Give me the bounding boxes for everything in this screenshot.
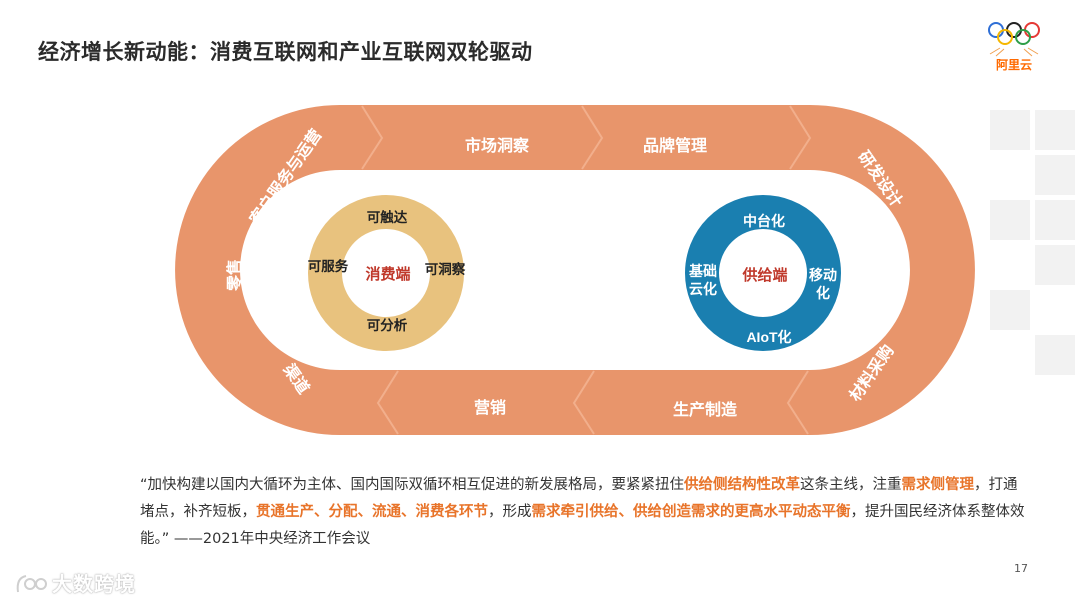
label-brand-management: 品牌管理 — [643, 136, 707, 155]
track-arrows — [361, 105, 812, 435]
quote-text-3: ，打通堵点，补齐短板， — [140, 477, 1018, 520]
consumer-center-label: 消费端 — [365, 265, 410, 283]
consumer-ring — [308, 195, 464, 351]
label-retail: 零售 — [225, 259, 244, 292]
quote-highlight-demand-management: 需求侧管理 — [901, 477, 975, 493]
quote-highlight-dynamic-balance: 需求牵引供给、供给创造需求的更高水平动态平衡 — [531, 504, 851, 520]
label-production: 生产制造 — [673, 400, 738, 419]
supply-left-label-2: 云化 — [689, 281, 717, 297]
background-decoration — [990, 110, 1075, 375]
brand-logo-text: 阿里云 — [995, 58, 1032, 72]
policy-quote: “加快构建以国内大循环为主体、国内国际双循环相互促进的新发展格局，要紧紧扭住供给… — [140, 472, 1030, 553]
supply-right-label-1: 移动 — [809, 267, 837, 283]
quote-highlight-connect-links: 贯通生产、分配、流通、消费各环节 — [256, 504, 488, 520]
watermark-logo-icon — [16, 575, 47, 593]
supply-bottom-label: AIoT化 — [746, 329, 791, 345]
consumer-left-label: 可服务 — [308, 258, 349, 274]
supply-left-label-1: 基础 — [689, 263, 717, 279]
supply-top-label: 中台化 — [743, 213, 785, 229]
track-ring — [175, 105, 975, 435]
quote-text-1: “加快构建以国内大循环为主体、国内国际双循环相互促进的新发展格局，要紧紧扭住 — [140, 477, 685, 493]
quote-highlight-supply-reform: 供给侧结构性改革 — [684, 477, 801, 493]
watermark-text: 大数跨境 — [52, 568, 136, 597]
page-number: 17 — [1014, 562, 1028, 575]
quote-text-2: 这条主线，注重 — [800, 477, 902, 493]
label-marketing: 营销 — [474, 398, 506, 417]
consumer-bottom-label: 可分析 — [367, 317, 408, 333]
consumer-right-label: 可洞察 — [425, 261, 466, 277]
page-title: 经济增长新动能：消费互联网和产业互联网双轮驱动 — [38, 40, 533, 64]
quote-text-5: ，提升国民经济体系整体效能。” ——2021年中央经济工作会议 — [140, 504, 1025, 547]
quote-text-4: ，形成 — [488, 504, 532, 520]
olympic-rings-logo-icon — [988, 22, 1040, 57]
watermark-label: 大数跨境 — [52, 572, 136, 596]
consumer-top-label: 可触达 — [367, 209, 408, 225]
supply-center-label: 供给端 — [741, 266, 787, 284]
supply-right-label-2: 化 — [816, 285, 830, 301]
label-market-insight: 市场洞察 — [465, 136, 530, 155]
supply-ring — [685, 195, 841, 351]
